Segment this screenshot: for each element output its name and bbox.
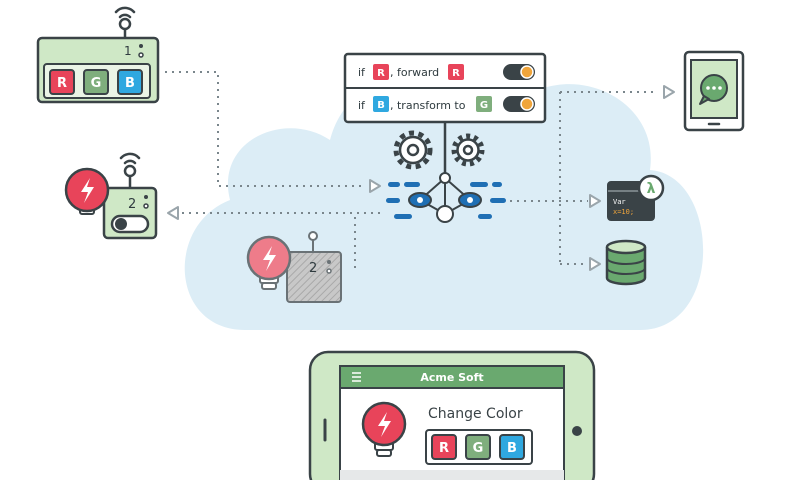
lambda-code-line2: x=10;: [613, 208, 634, 216]
rule-0-action: , transform to: [390, 99, 466, 112]
wifi-signal-icon: [119, 152, 141, 165]
device-2-number: 2: [128, 197, 136, 212]
arrow-into-lambda: [589, 194, 601, 208]
device-2-ghost-number: 2: [309, 261, 317, 276]
toggle-switch-icon[interactable]: [110, 214, 150, 234]
device-1-r-button[interactable]: R: [49, 69, 75, 95]
arrow-into-device2: [167, 206, 179, 220]
lambda-code-line1: Var: [613, 198, 626, 206]
device-1-b-label: B: [125, 76, 135, 91]
antenna-knob: [118, 17, 132, 31]
dotted-connectors: [165, 71, 658, 268]
lightning-bulb-icon: [246, 235, 292, 290]
rule-row-transform[interactable]: if B , transform to G: [358, 96, 535, 112]
gear-icon: [451, 133, 485, 167]
rule-1-action: , forward: [390, 66, 439, 79]
gear-icon: [393, 130, 433, 170]
data-flow-network-icon: [386, 172, 506, 223]
device-1-r-label: R: [57, 76, 67, 91]
device-1-number: 1: [124, 44, 132, 58]
lightning-bulb-icon: [64, 167, 110, 215]
chat-bubble-icon: [699, 74, 728, 105]
rule-1-trigger: R: [377, 68, 385, 79]
phone-g-button[interactable]: G: [465, 434, 491, 460]
device-2-ghost: 2: [246, 231, 342, 303]
lambda-function: Var x=10; λ: [607, 174, 665, 221]
device-1-g-label: G: [91, 76, 102, 91]
database-icon: [605, 239, 647, 286]
hamburger-menu-icon[interactable]: [352, 372, 361, 382]
phone-app-title: Acme Soft: [420, 371, 483, 384]
rules-panel: if R , forward R if B , transform to G: [343, 52, 547, 124]
phone-b-label: B: [507, 441, 517, 456]
wifi-signal-icon: [114, 6, 136, 19]
rule-0-trigger: B: [377, 100, 385, 111]
gear-icons: [393, 122, 485, 178]
tablet-device: [683, 50, 745, 132]
rule-0-toggle[interactable]: [503, 96, 535, 112]
phone-home-button[interactable]: [572, 426, 582, 436]
arrow-heads: [167, 85, 675, 271]
phone-r-label: R: [439, 441, 449, 456]
lambda-icon: λ: [637, 174, 665, 202]
lambda-symbol: λ: [647, 181, 656, 197]
rule-1-target: R: [452, 68, 460, 79]
phone-app-bar: [339, 365, 565, 389]
arrow-into-engine: [369, 179, 381, 193]
device-1: 1 R G B: [36, 6, 160, 104]
phone-b-button[interactable]: B: [499, 434, 525, 460]
device-1-b-button[interactable]: B: [117, 69, 143, 95]
phone-device: Acme Soft Change Color R G B: [308, 350, 596, 480]
rule-1-prefix: if: [358, 66, 366, 79]
rule-1-toggle[interactable]: [503, 64, 535, 80]
rule-0-target: G: [480, 100, 488, 111]
phone-g-label: G: [473, 441, 484, 456]
device-2: 2: [64, 152, 158, 240]
phone-heading: Change Color: [428, 406, 523, 422]
phone-r-button[interactable]: R: [431, 434, 457, 460]
rule-row-forward[interactable]: if R , forward R: [358, 64, 535, 80]
lightning-bulb-icon: [361, 401, 407, 457]
device-1-g-button[interactable]: G: [83, 69, 109, 95]
rule-0-prefix: if: [358, 99, 366, 112]
arrow-into-database: [589, 257, 601, 271]
arrow-into-tablet: [663, 85, 675, 99]
